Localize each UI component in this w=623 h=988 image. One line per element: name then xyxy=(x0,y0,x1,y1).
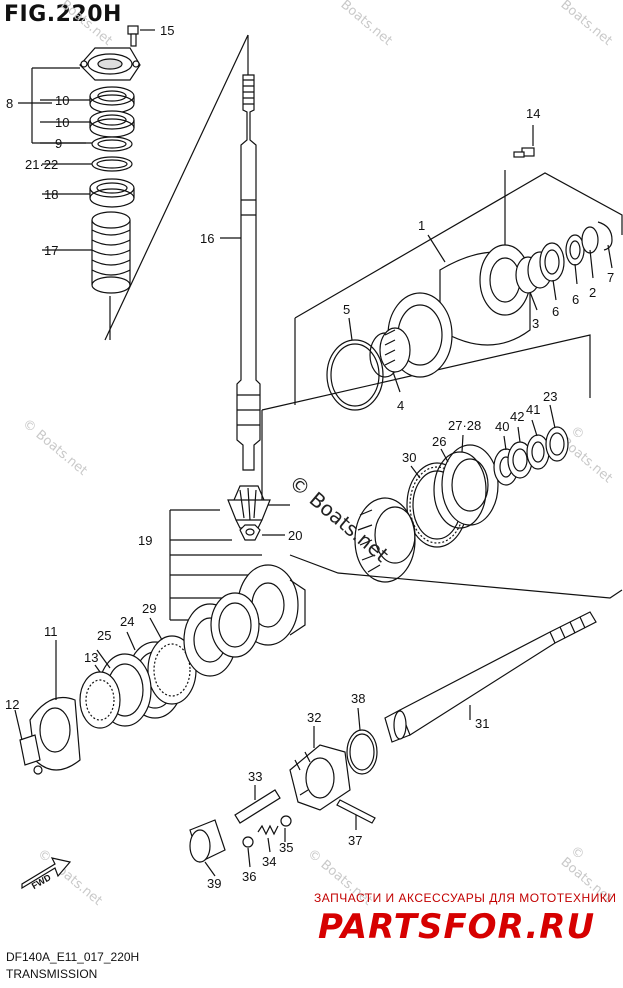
fwd-label: FWD xyxy=(30,872,53,891)
part-20-nut xyxy=(239,524,261,541)
callout-20: 20 xyxy=(288,528,302,543)
callout-41: 41 xyxy=(526,402,540,417)
callout-12: 12 xyxy=(5,697,19,712)
callout-24: 24 xyxy=(120,614,134,629)
callout-18: 18 xyxy=(44,187,58,202)
forward-bevel-gear xyxy=(354,497,416,583)
part-2-ring xyxy=(581,226,599,254)
callout-35: 35 xyxy=(279,840,293,855)
callout-9: 9 xyxy=(55,136,62,151)
part-32-clutch-dog xyxy=(289,744,351,811)
callout-32: 32 xyxy=(307,710,321,725)
part-26-bearing xyxy=(441,444,499,526)
callout-14: 14 xyxy=(526,106,540,121)
fwd-arrow-icon xyxy=(21,857,72,890)
callout-30: 30 xyxy=(402,450,416,465)
callout-6: 6 xyxy=(572,292,579,307)
callout-7: 7 xyxy=(607,270,614,285)
part-13-bearing xyxy=(79,671,121,729)
part-19-pinion-gear xyxy=(227,485,271,529)
callout-17: 17 xyxy=(44,243,58,258)
part-16-driveshaft xyxy=(236,74,261,471)
part-11-12-bearing-housing xyxy=(19,696,81,775)
callout-38: 38 xyxy=(351,691,365,706)
callout-16: 16 xyxy=(200,231,214,246)
part-10-bearing-lower xyxy=(89,110,135,138)
part-1-bearing-housing xyxy=(387,244,531,378)
brand-subtitle: ЗАПЧАСТИ И АКСЕССУАРЫ ДЛЯ МОТОТЕХНИКИ xyxy=(314,891,617,905)
callout-42: 42 xyxy=(510,409,524,424)
callout-10: 10 xyxy=(55,115,69,130)
callout-1: 1 xyxy=(418,218,425,233)
part-10-bearing-upper xyxy=(89,86,135,114)
callout-5: 5 xyxy=(343,302,350,317)
callout-4: 4 xyxy=(397,398,404,413)
part-6-bearing xyxy=(539,242,565,282)
part-34-spring xyxy=(257,824,279,836)
callout-3: 3 xyxy=(532,316,539,331)
part-36-ball xyxy=(242,836,254,848)
part-39-cam xyxy=(189,819,226,863)
part-27-28-shim xyxy=(433,451,487,529)
part-7-circlip xyxy=(597,221,613,251)
part-5-o-ring xyxy=(326,339,384,411)
figure-title: FIG.220H xyxy=(4,2,122,27)
part-23-shim xyxy=(545,426,569,462)
callout-39: 39 xyxy=(207,876,221,891)
callout-23: 23 xyxy=(543,389,557,404)
callout-19: 19 xyxy=(138,533,152,548)
callout-36: 36 xyxy=(242,869,256,884)
bearing-race xyxy=(183,592,260,677)
part-21-22-shim xyxy=(91,156,133,172)
part-18-bearing xyxy=(89,178,135,208)
callout-40: 40 xyxy=(495,419,509,434)
part-17-roller-bearing xyxy=(91,211,131,294)
part-35-ball xyxy=(280,815,292,827)
callout-21-22: 21·22 xyxy=(25,157,58,172)
callout-27-28: 27·28 xyxy=(448,418,481,433)
callout-13: 13 xyxy=(84,650,98,665)
part-9-ring xyxy=(91,136,133,152)
part-6-ring xyxy=(565,234,585,266)
callout-26: 26 xyxy=(432,434,446,449)
part-8-flange-housing xyxy=(79,47,141,81)
callout-34: 34 xyxy=(262,854,276,869)
callout-10: 10 xyxy=(55,93,69,108)
callout-11: 11 xyxy=(44,624,58,639)
part-15-bolt xyxy=(127,25,139,47)
callout-33: 33 xyxy=(248,769,262,784)
callout-31: 31 xyxy=(475,716,489,731)
callout-15: 15 xyxy=(160,23,174,38)
part-14-bolt xyxy=(513,147,535,158)
brand-logo: PARTSFOR.RU xyxy=(318,907,596,947)
footer-code: DF140A_E11_017_220H xyxy=(6,950,140,964)
callout-29: 29 xyxy=(142,601,156,616)
part-38-circlip xyxy=(346,729,378,775)
callout-37: 37 xyxy=(348,833,362,848)
part-31-propeller-shaft xyxy=(384,611,597,743)
callout-8: 8 xyxy=(6,96,13,111)
callout-25: 25 xyxy=(97,628,111,643)
part-37-pin xyxy=(336,799,376,824)
footer-name: TRANSMISSION xyxy=(6,967,98,981)
callout-2: 2 xyxy=(589,285,596,300)
part-33-shift-plunger xyxy=(234,789,281,824)
callout-6: 6 xyxy=(552,304,559,319)
part-42-ring xyxy=(507,441,533,479)
